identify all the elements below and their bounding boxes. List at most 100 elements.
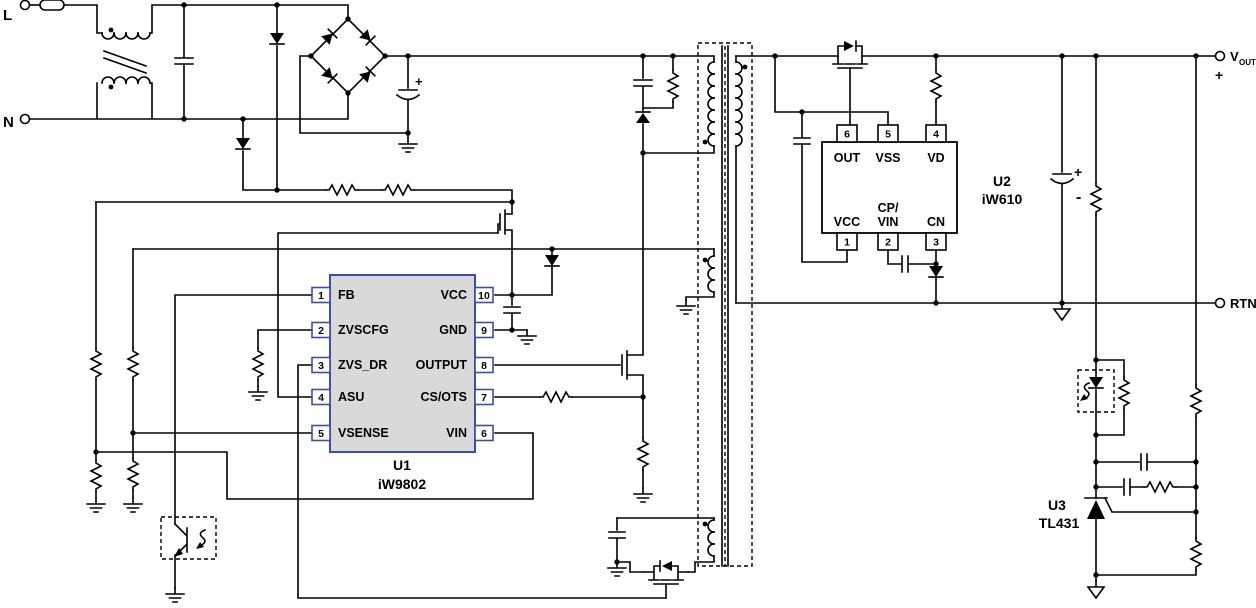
u1-pin9-num: 9 [481, 325, 487, 337]
vsense-divider-ground [123, 497, 143, 513]
optocoupler-transistor [160, 516, 217, 603]
transformer-core [721, 45, 729, 567]
u1-pin8-num: 8 [481, 360, 487, 372]
u1-pin7-num: 7 [481, 392, 487, 404]
comp-resistor [1143, 481, 1177, 493]
u1-pin-boxes [311, 286, 494, 442]
u1-pin4-name: ASU [338, 390, 364, 404]
zvs-cap-ground [607, 561, 627, 577]
u1-pin5-name: VSENSE [338, 426, 389, 440]
u2-pin6-name: OUT [834, 151, 861, 165]
u2-pin2-num: 2 [885, 237, 891, 249]
opto-light-arrow [198, 528, 207, 548]
u2-vcc-capacitor [793, 111, 848, 263]
u1-ref: U1 [393, 457, 411, 473]
sense-resistor-ground [633, 487, 653, 503]
snubber-resistor [667, 69, 679, 103]
u2-wiring [774, 55, 944, 304]
common-mode-choke [101, 27, 151, 90]
u1-pin10-num: 10 [478, 290, 490, 302]
line-sense-diode-N [235, 137, 251, 150]
vout-divider [1095, 55, 1197, 582]
u2-pin5-name: VSS [875, 151, 900, 165]
u2-ref: U2 [993, 173, 1011, 189]
zvs-winding [687, 517, 715, 573]
u1-pin3-num: 3 [318, 360, 324, 372]
u2-pin2-name-line2: VIN [878, 215, 899, 229]
current-sense [494, 391, 653, 503]
vss-net [774, 55, 889, 126]
out-cap-minus: - [1076, 189, 1081, 206]
snubber-diode [635, 111, 651, 124]
cn-diode [928, 265, 944, 278]
transformer [642, 42, 753, 573]
led-parallel-path [1095, 359, 1125, 436]
x-capacitor [174, 4, 194, 120]
u2-pin5-num: 5 [885, 129, 891, 141]
opto-led-light-arrow [1082, 381, 1091, 401]
vin-divider-ground [86, 497, 106, 513]
rcd-snubber [633, 55, 679, 156]
zvs-capacitor [608, 517, 626, 563]
vd-resistor [930, 69, 942, 103]
u2-pin-boxes [836, 124, 947, 251]
cs-resistor [539, 391, 573, 403]
cp-capacitor [887, 249, 937, 273]
vout-label: V [1230, 49, 1239, 64]
vin-divider-lower [90, 459, 102, 493]
u1-part: iW9802 [378, 476, 426, 492]
aux-winding [676, 248, 715, 315]
u2-chip: 6 5 4 1 2 3 OUT VSS VD VCC CP/ VIN CN U2… [821, 124, 1022, 251]
zvscfg-resistor [252, 347, 264, 381]
zvscfg-net [257, 329, 313, 387]
vsense-divider-upper [127, 347, 139, 381]
u1-chip: 1 2 3 4 5 10 9 8 7 6 FB ZVSCFG ZVS_DR AS… [311, 274, 494, 492]
divider-upper-resistor [1190, 384, 1202, 418]
vout-plus-label: + [1215, 67, 1223, 83]
u1-body [329, 274, 476, 453]
u2-pin6-num: 6 [844, 129, 850, 141]
vcc-diode [544, 254, 560, 267]
secondary-winding [735, 55, 748, 304]
fb-net [174, 294, 313, 525]
aux-winding-ground [676, 299, 696, 315]
zvs-branch [607, 517, 715, 599]
vout-sub-label: OUT [1239, 58, 1256, 67]
vin-divider-upper [90, 347, 102, 381]
opto-transistor-boundary [160, 516, 217, 560]
u1-pin5-num: 5 [318, 428, 324, 440]
neutral-terminal [19, 113, 31, 125]
opto-led [1080, 359, 1104, 436]
tl431-ground [1087, 580, 1105, 599]
vsense-divider-lower [127, 457, 139, 491]
line-label: L [3, 7, 12, 24]
u1-pin1-num: 1 [318, 290, 324, 302]
asu-net [277, 232, 499, 398]
led-parallel-resistor [1118, 376, 1130, 410]
sense-resistor [637, 437, 649, 471]
divider-lower-resistor [1190, 537, 1202, 571]
neutral-label: N [3, 114, 14, 131]
u2-pin3-name: CN [927, 215, 945, 229]
u2-pin2-name-line1: CP/ [878, 201, 899, 215]
hv-bus: + [384, 53, 715, 153]
rtn-terminal [1214, 297, 1226, 309]
u1-pin6-name: VIN [446, 426, 467, 440]
u2-pin1-name: VCC [834, 215, 860, 229]
rtn-ground [1053, 302, 1071, 321]
sync-rectifier-fet [735, 40, 1217, 126]
u1-pin1-name: FB [338, 288, 355, 302]
zvs-dr-net [297, 364, 667, 599]
u1-pin10-name: VCC [441, 288, 467, 302]
ac-input-stage: L N [3, 0, 349, 131]
line-sense-network [235, 4, 515, 205]
main-mosfet [494, 152, 644, 398]
primary-winding [642, 61, 715, 154]
startup-resistor-1 [325, 184, 359, 196]
output-capacitor: + - [1049, 55, 1082, 304]
vin-net [95, 432, 534, 500]
u1-pin4-num: 4 [318, 392, 324, 404]
u3-part: TL431 [1039, 515, 1080, 531]
feedback-network: U3 TL431 [1039, 55, 1202, 599]
